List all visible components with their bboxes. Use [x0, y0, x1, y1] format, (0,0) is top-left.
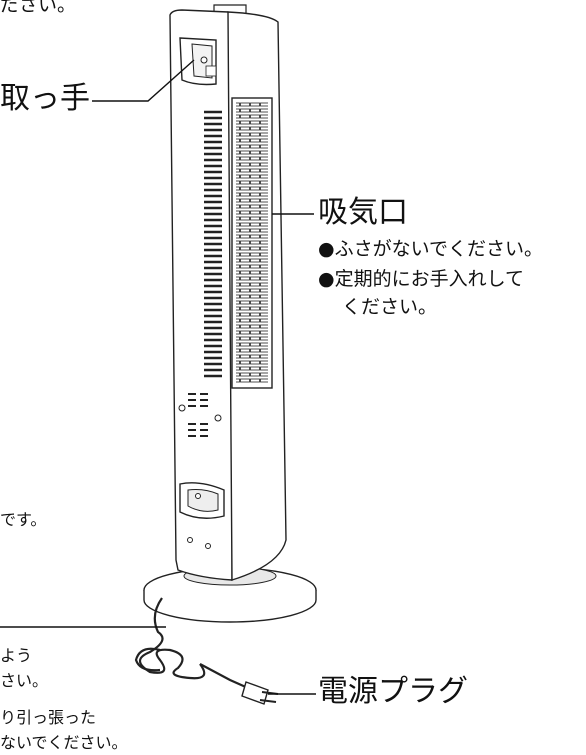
cropped-text-bottom-2: さい。 [0, 671, 49, 690]
handle-leader-line [92, 59, 195, 102]
handle [179, 37, 217, 86]
lower-grip [179, 482, 225, 519]
fan-base [143, 566, 317, 623]
control-marks [188, 393, 208, 437]
plug-label: 電源プラグ [318, 674, 468, 709]
cropped-text-bottom-4: ないでください。 [0, 733, 128, 752]
intake-note-3: ください。 [342, 296, 438, 318]
plug-icon [241, 681, 279, 705]
side-slits [204, 110, 222, 378]
intake-note-2: ●定期的にお手入れして [318, 268, 525, 290]
cropped-text-bottom-1: よう [0, 646, 33, 665]
leader-lines [0, 59, 316, 695]
power-cord [134, 597, 249, 690]
handle-label: 取っ手 [0, 81, 90, 116]
cropped-text-mid-left: です。 [0, 510, 47, 529]
intake-note-1: ●ふさがないでください。 [318, 238, 544, 260]
intake-label: 吸気口 [318, 195, 408, 230]
cropped-text-bottom-3: り引っ張った [0, 708, 97, 727]
cropped-text-top-left: ださい。 [0, 0, 77, 16]
intake-grille [231, 97, 273, 389]
